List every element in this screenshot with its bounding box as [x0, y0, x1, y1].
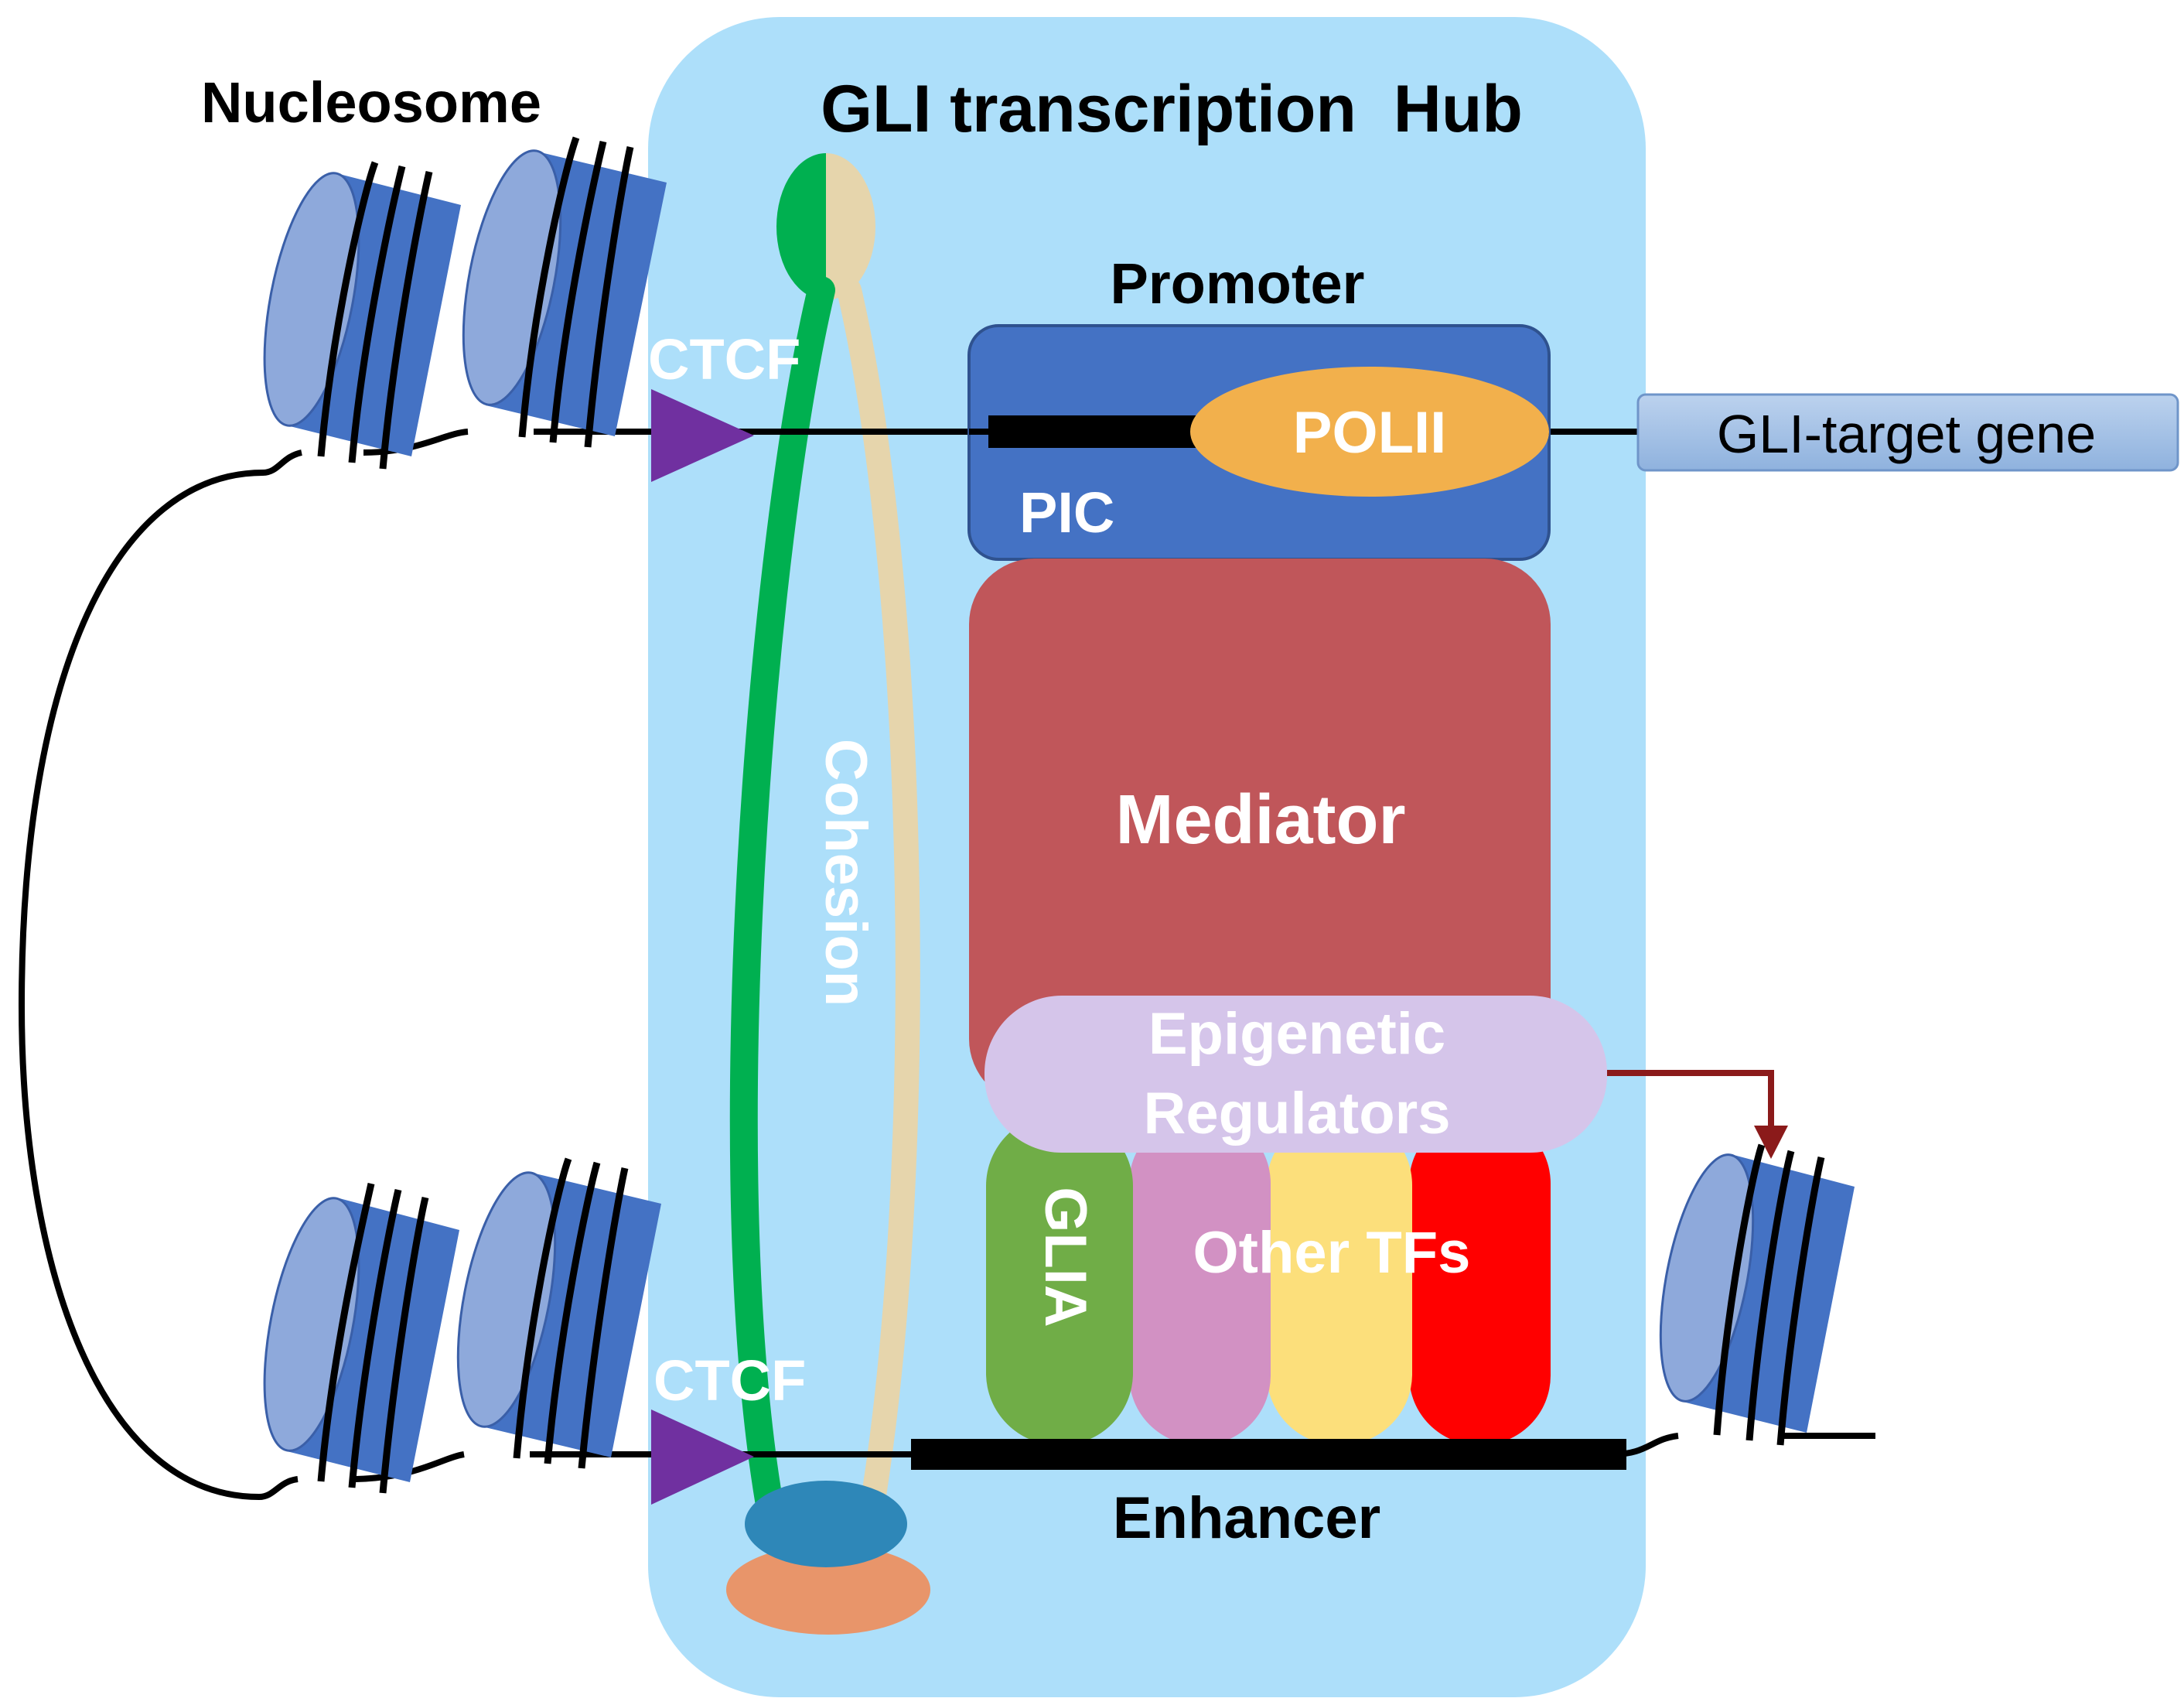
- ctcf-bottom-marker: [651, 1409, 754, 1505]
- chromatin-loop: [18, 470, 264, 1500]
- nucleosome-bottom-middle: [456, 1157, 661, 1469]
- target-gene-box: [1636, 393, 2179, 472]
- ctcf-top-label: CTCF: [648, 327, 800, 391]
- glia-factor: [986, 1114, 1133, 1445]
- cohesin-base-blue: [745, 1481, 907, 1567]
- nucleosome-top-left: [263, 161, 461, 470]
- polii-label: POLII: [1293, 400, 1446, 466]
- hub-title: GLI transcription Hub: [821, 72, 1523, 146]
- cohesin-base-orange: [726, 1545, 930, 1635]
- ctcf-top-marker: [651, 389, 754, 482]
- epigenetic-regulators: [985, 996, 1607, 1153]
- pic-label: PIC: [1019, 480, 1114, 545]
- ctcf-bottom-label: CTCF: [653, 1348, 806, 1413]
- promoter-label: Promoter: [1111, 251, 1365, 316]
- other-tfs-label: Other TFs: [1193, 1220, 1471, 1286]
- nucleosome-right: [1659, 1143, 1855, 1446]
- polii-complex: [1190, 367, 1549, 497]
- regulation-arrow: [1607, 1070, 1774, 1131]
- mediator-complex: [969, 559, 1551, 1105]
- nucleosome-top-right: [462, 136, 667, 448]
- enhancer-label: Enhancer: [1113, 1485, 1380, 1551]
- mediator-label: Mediator: [1115, 781, 1405, 859]
- epigenetic-label-line2: Regulators: [1144, 1081, 1451, 1146]
- dna-strands: [258, 429, 1875, 1500]
- nucleosome-label: Nucleosome: [201, 70, 541, 135]
- tf-pink: [1129, 1114, 1271, 1445]
- tf-yellow: [1267, 1114, 1412, 1445]
- cohesin-arm-green: [729, 276, 835, 1519]
- nucleosome-bottom-left: [263, 1183, 459, 1494]
- tf-red: [1409, 1114, 1551, 1445]
- cohesin-arm-tan: [837, 278, 920, 1517]
- target-gene-label: GLI-target gene: [1717, 404, 2096, 464]
- glia-label: GLIA: [1032, 1187, 1098, 1327]
- epigenetic-label-line1: Epigenetic: [1148, 1001, 1445, 1067]
- enhancer-dna-segment: [911, 1439, 1626, 1470]
- cohesion-label: Cohesion: [813, 739, 879, 1006]
- regulation-arrowhead: [1754, 1126, 1788, 1159]
